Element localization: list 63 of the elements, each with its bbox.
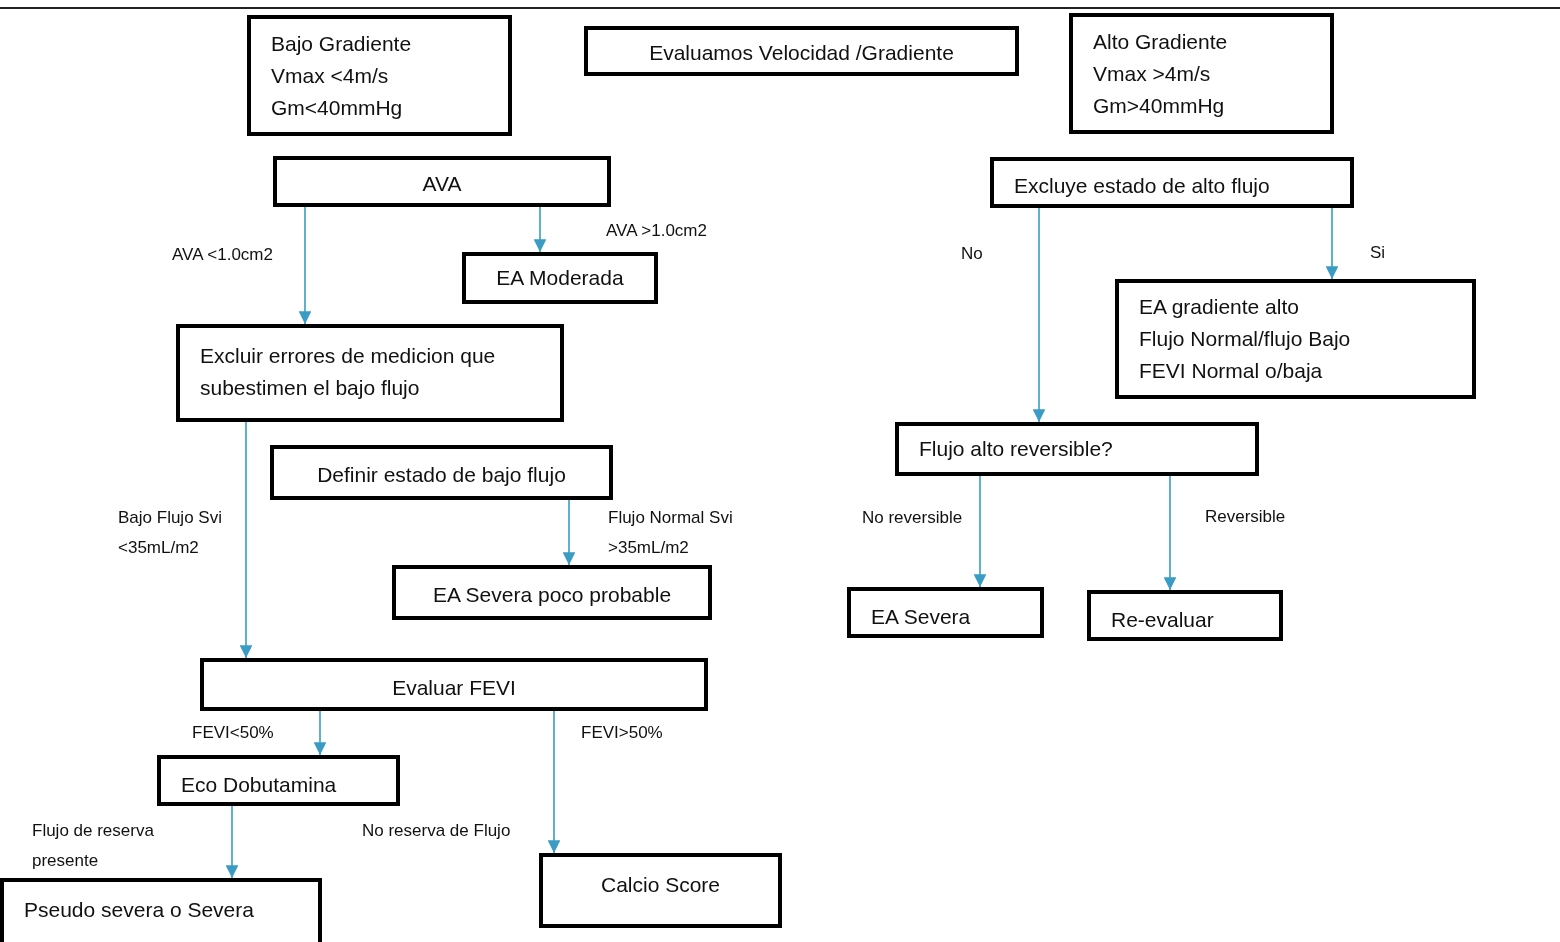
node-text: Eco Dobutamina [181, 771, 337, 798]
process-box [847, 587, 1044, 638]
arrow [547, 710, 561, 854]
node-text: Evaluamos Velocidad /Gradiente [649, 40, 954, 66]
node-text: Alto Gradiente [1093, 28, 1228, 55]
arrow [239, 421, 253, 659]
process-box [1115, 279, 1476, 399]
node-text: FEVI Normal o/baja [1139, 358, 1323, 384]
edge-label: AVA >1.0cm2 [606, 220, 707, 242]
process-box [247, 15, 512, 136]
process-box [0, 878, 322, 942]
node-text: EA Severa poco probable [432, 581, 672, 608]
edge-label: No reversible [862, 507, 963, 529]
node-text: Excluye estado de alto flujo [1014, 172, 1270, 199]
process-box [539, 853, 782, 928]
node-text: Flujo alto reversible? [919, 436, 1113, 462]
node-text: AVA [422, 170, 462, 197]
process-box [176, 324, 564, 422]
node-text: Vmax <4m/s [271, 62, 389, 89]
edge-label: Si [1370, 242, 1386, 264]
node-text: Pseudo severa o Severa [24, 897, 254, 923]
node-text: Vmax >4m/s [1093, 60, 1211, 87]
arrow [1163, 475, 1177, 591]
edge-label: Flujo Normal Svi >35mL/m2 [608, 507, 734, 559]
node-text: Definir estado de bajo flujo [317, 461, 566, 488]
process-box [273, 156, 611, 207]
arrow [298, 206, 312, 325]
process-box [1087, 590, 1283, 641]
note-text: No reserva de Flujo [362, 820, 511, 842]
arrow [973, 475, 987, 588]
edge-label: Reversible [1205, 506, 1286, 528]
edge-label: Flujo de reserva presente [32, 820, 155, 872]
process-box [392, 565, 712, 620]
edge-label: FEVI<50% [192, 722, 274, 744]
process-box [584, 26, 1019, 76]
edge-label: No [961, 243, 983, 265]
arrow [562, 499, 576, 566]
node-text: Gm<40mmHg [271, 94, 403, 121]
node-text: Re-evaluar [1111, 606, 1214, 633]
edge-label: FEVI>50% [581, 722, 663, 744]
process-box [1069, 13, 1334, 134]
node-text: EA Severa [871, 603, 971, 630]
process-box [270, 445, 613, 500]
process-box [462, 252, 658, 304]
process-box [895, 422, 1259, 476]
node-text: Flujo Normal/flujo Bajo [1139, 326, 1351, 352]
node-text: Bajo Gradiente [271, 30, 412, 57]
node-text: EA Moderada [496, 265, 624, 291]
edge-label: Bajo Flujo Svi <35mL/m2 [118, 507, 223, 559]
arrow [533, 206, 547, 253]
node-text: EA gradiente alto [1139, 294, 1299, 320]
arrow [1032, 207, 1046, 423]
arrow [313, 710, 327, 756]
edge-label: AVA <1.0cm2 [172, 244, 273, 266]
node-text: Gm>40mmHg [1093, 92, 1225, 119]
arrow [1325, 207, 1339, 280]
node-text: Calcio Score [600, 871, 721, 898]
process-box [157, 755, 400, 806]
node-text: Evaluar FEVI [392, 674, 516, 701]
node-text: Excluir errores de medicion que subestimen el bajo flujo [200, 343, 497, 401]
process-box [990, 157, 1354, 208]
arrow [225, 805, 239, 879]
process-box [200, 658, 708, 711]
